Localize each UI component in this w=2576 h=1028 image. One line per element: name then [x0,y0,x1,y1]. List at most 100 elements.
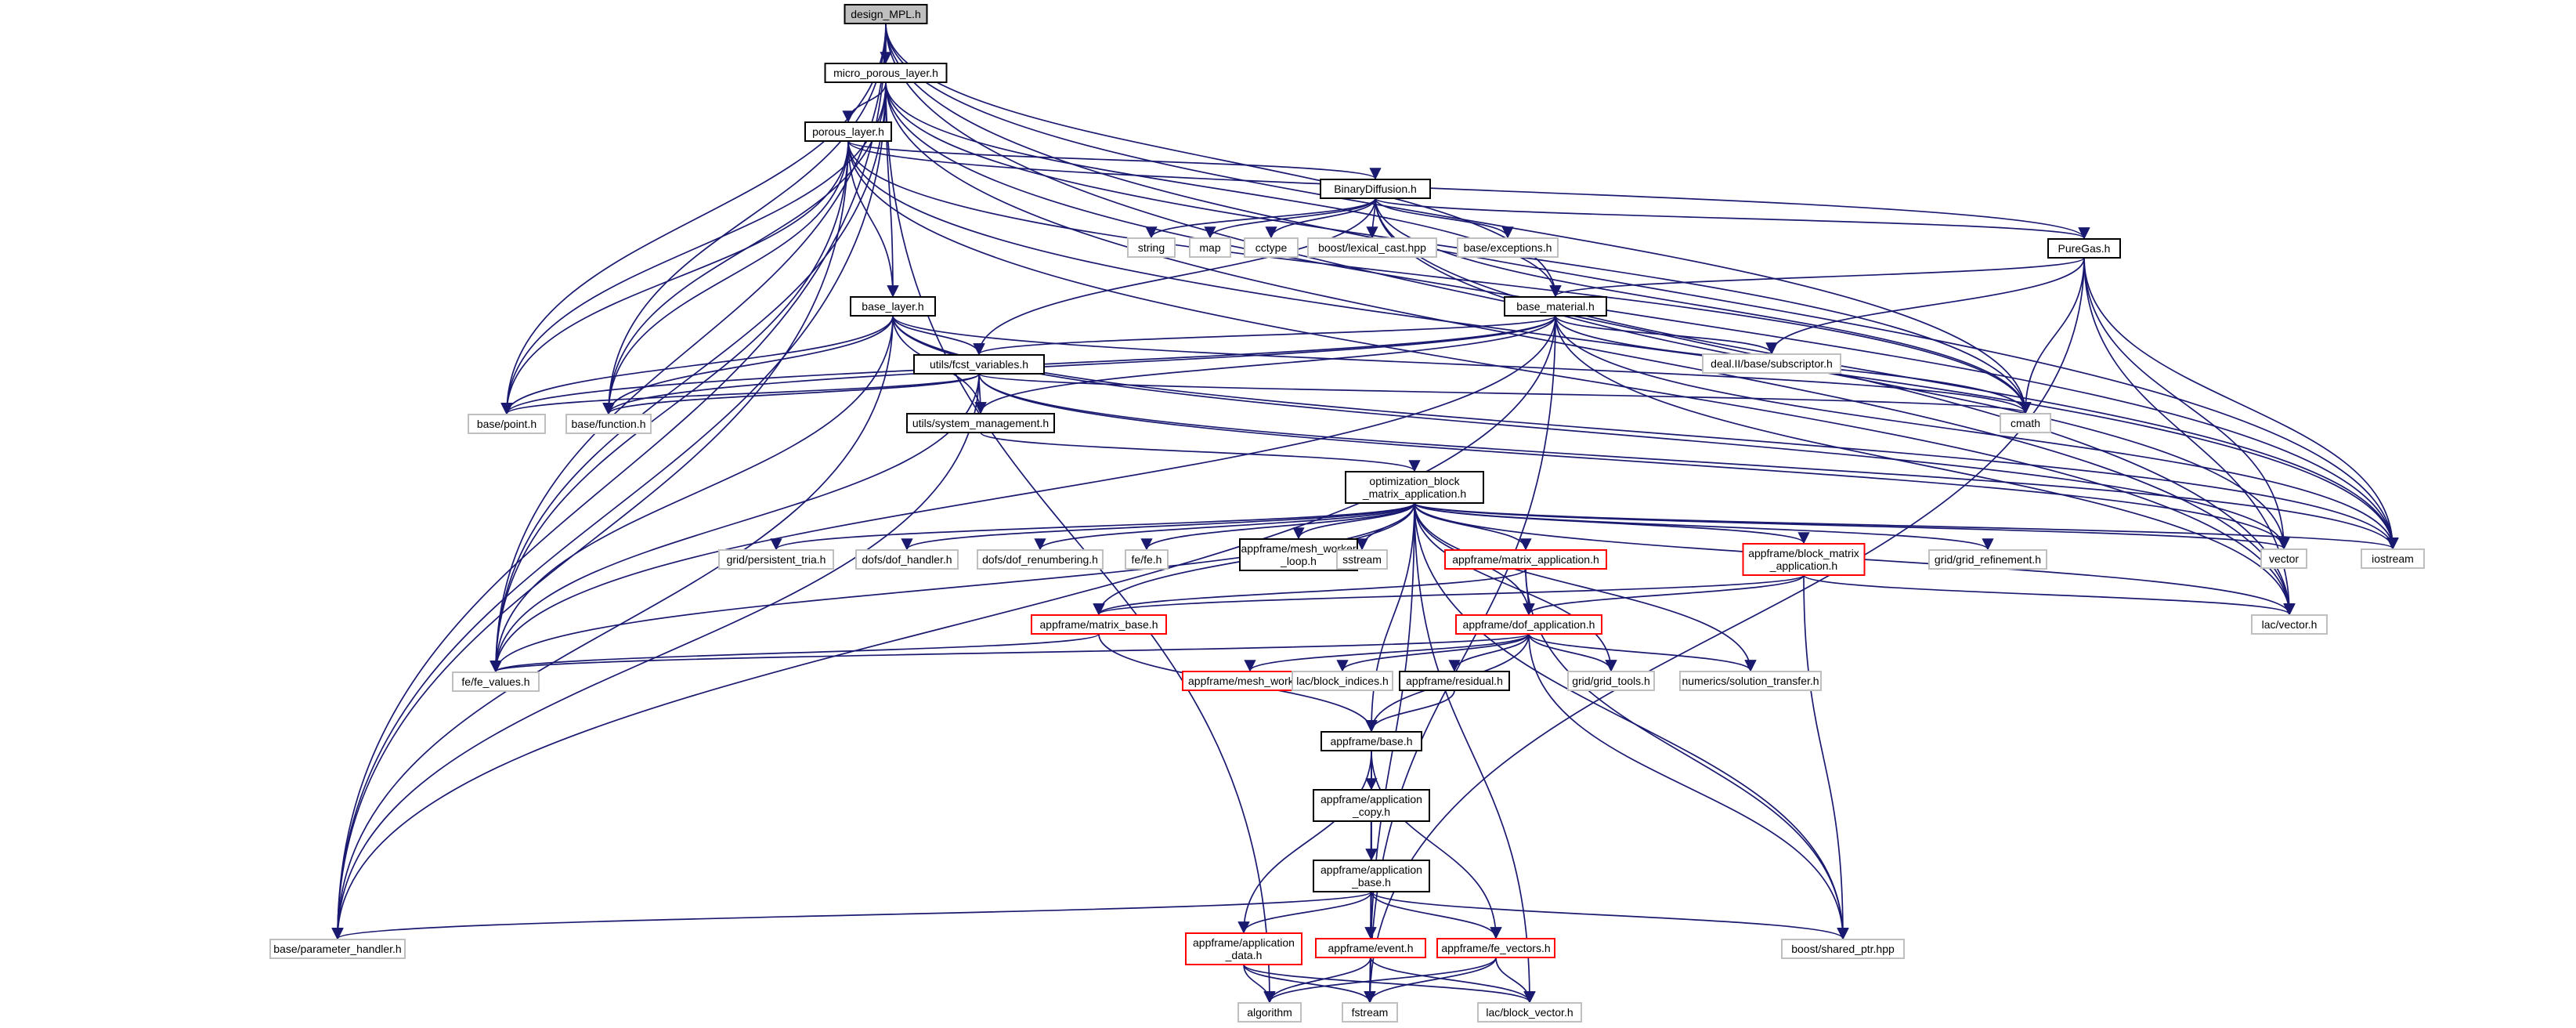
node-box [1702,353,1841,374]
edge-base_layer-to-point [500,315,894,415]
node-label: PureGas.h [2058,242,2111,255]
node-mesh-worker-loop[interactable]: appframe/mesh_worker_loop.h [1239,538,1358,571]
edge-fcst_variables-to-iostream [978,373,2399,550]
node-label: grid/grid_tools.h [1572,675,1650,687]
node-application-copy[interactable]: appframe/application_copy.h [1313,789,1430,822]
node-label: appframe/mesh_worker.h [1188,675,1312,687]
edge-porous_layer-to-base_layer [847,140,899,298]
node-label: vector [2269,552,2299,565]
edge-fcst_variables-to-parameter_handler [331,373,980,940]
node-base-material[interactable]: base_material.h [1504,296,1607,317]
edge-optimization_block-to-solution_transfer [1414,502,1757,672]
edge-porous_layer-to-pure_gas [847,140,2090,240]
node-matrix-application[interactable]: appframe/matrix_application.h [1444,549,1607,570]
node-exceptions: base/exceptions.h [1457,237,1559,258]
edge-block_matrix_application-to-matrix_base [1093,574,1805,616]
node-box [1307,237,1437,258]
node-box [824,63,948,83]
edge-application_base-to-fe_vectors [1371,891,1502,939]
node-box [906,413,1055,433]
edge-binary_diffusion-to-pure_gas [1375,197,2090,240]
edge-appframe_base-to-application_data [1237,750,1372,934]
node-design-mpl[interactable]: design_MPL.h [844,4,928,24]
edge-base_material-to-iostream [1555,315,2399,550]
node-porous-layer[interactable]: porous_layer.h [804,121,892,142]
node-optimization-block[interactable]: optimization_block_matrix_application.h [1345,471,1484,504]
edge-residual-to-appframe_base [1365,690,1455,733]
edge-appframe_base-to-fe_vectors [1371,750,1502,939]
node-label: boost/lexical_cast.hpp [1318,241,1426,254]
node-solution-transfer: numerics/solution_transfer.h [1679,671,1822,691]
node-label: grid/persistent_tria.h [727,553,826,566]
node-label: _matrix_application.h [1362,487,1466,500]
node-box [1742,543,1866,576]
node-label: _copy.h [1352,805,1390,818]
node-label: _loop.h [1280,555,1317,567]
node-appframe-base[interactable]: appframe/base.h [1321,731,1422,751]
node-system-management[interactable]: utils/system_management.h [906,413,1055,433]
edge-optimization_block-to-dof_renumbering [1034,502,1415,551]
edge-fcst_variables-to-function [602,373,980,415]
node-box [1345,471,1484,504]
node-block-matrix-application[interactable]: appframe/block_matrix_application.h [1742,543,1866,576]
node-application-base[interactable]: appframe/application_base.h [1313,860,1430,892]
node-label: boost/shared_ptr.hpp [1791,943,1895,955]
node-micro-porous-layer[interactable]: micro_porous_layer.h [824,63,948,83]
node-label: appframe/dof_application.h [1463,618,1595,631]
edge-pure_gas-to-cmath [2019,257,2085,414]
edge-dof_application-to-block_indices [1336,633,1530,672]
node-dof-application[interactable]: appframe/dof_application.h [1455,614,1602,635]
edge-base_layer-to-cmath [892,315,2032,414]
edge-block_matrix_application-to-dof_application [1523,574,1805,616]
edge-design_mpl-to-parameter_handler [331,23,887,940]
header-file-nodes: design_MPL.h micro_porous_layer.h porous_l… [269,4,2425,1023]
node-lac-vector: lac/vector.h [2251,614,2328,635]
node-dof-handler: dofs/dof_handler.h [855,549,959,570]
node-label: appframe/event.h [1328,942,1414,954]
node-label: porous_layer.h [812,125,884,138]
edge-base_material-to-fe_values [490,315,1556,673]
node-fcst-variables[interactable]: utils/fcst_variables.h [913,354,1045,375]
edge-dof_application-to-grid_tools [1528,633,1617,672]
node-application-data[interactable]: appframe/application_data.h [1185,932,1302,965]
node-persistent-tria: grid/persistent_tria.h [718,549,834,570]
edge-design_mpl-to-function [602,23,887,415]
edge-fcst_variables-to-vector [978,373,2290,550]
node-label: appframe/matrix_base.h [1040,618,1158,631]
edge-application_base-to-parameter_handler [331,891,1372,940]
edge-matrix_application-to-matrix_base [1093,568,1526,616]
node-pure-gas[interactable]: PureGas.h [2047,238,2121,259]
node-map: map [1189,237,1231,258]
edge-dof_application-to-shared_ptr [1528,633,1849,940]
edge-porous_layer-to-function [602,140,849,415]
node-block-vector: lac/block_vector.h [1477,1002,1582,1023]
node-box [1455,614,1602,635]
node-fstream: fstream [1342,1002,1398,1023]
edge-porous_layer-to-lac_vector [847,140,2296,616]
edge-application_data-to-block_vector [1243,964,1536,1004]
node-label: appframe/block_matrix [1748,547,1859,559]
edge-base_material-to-subscriptor [1555,315,1778,355]
node-label: base/function.h [572,418,646,430]
node-label: dofs/dof_renumbering.h [982,553,1098,566]
node-base-layer[interactable]: base_layer.h [850,296,936,317]
node-box [1292,671,1393,691]
node-parameter-handler: base/parameter_handler.h [269,939,406,959]
node-binary-diffusion[interactable]: BinaryDiffusion.h [1320,179,1431,199]
edge-fe_vectors-to-algorithm [1263,957,1497,1004]
node-residual[interactable]: appframe/residual.h [1399,671,1510,691]
edge-block_matrix_application-to-lac_vector [1803,574,2296,616]
edge-fe_vectors-to-block_vector [1495,957,1536,1004]
edge-micro_porous_layer-to-iostream [885,81,2399,550]
node-fe-vectors[interactable]: appframe/fe_vectors.h [1436,938,1555,958]
node-matrix-base[interactable]: appframe/matrix_base.h [1031,614,1167,635]
edge-base_material-to-parameter_handler [331,315,1556,940]
node-fe-values: fe/fe_values.h [452,671,540,692]
node-box [1244,237,1299,258]
node-box [1313,789,1430,822]
node-event[interactable]: appframe/event.h [1315,938,1426,958]
node-label: appframe/mesh_worker [1241,542,1356,555]
node-label: optimization_block [1369,475,1460,487]
edge-base_material-to-function [602,315,1556,415]
